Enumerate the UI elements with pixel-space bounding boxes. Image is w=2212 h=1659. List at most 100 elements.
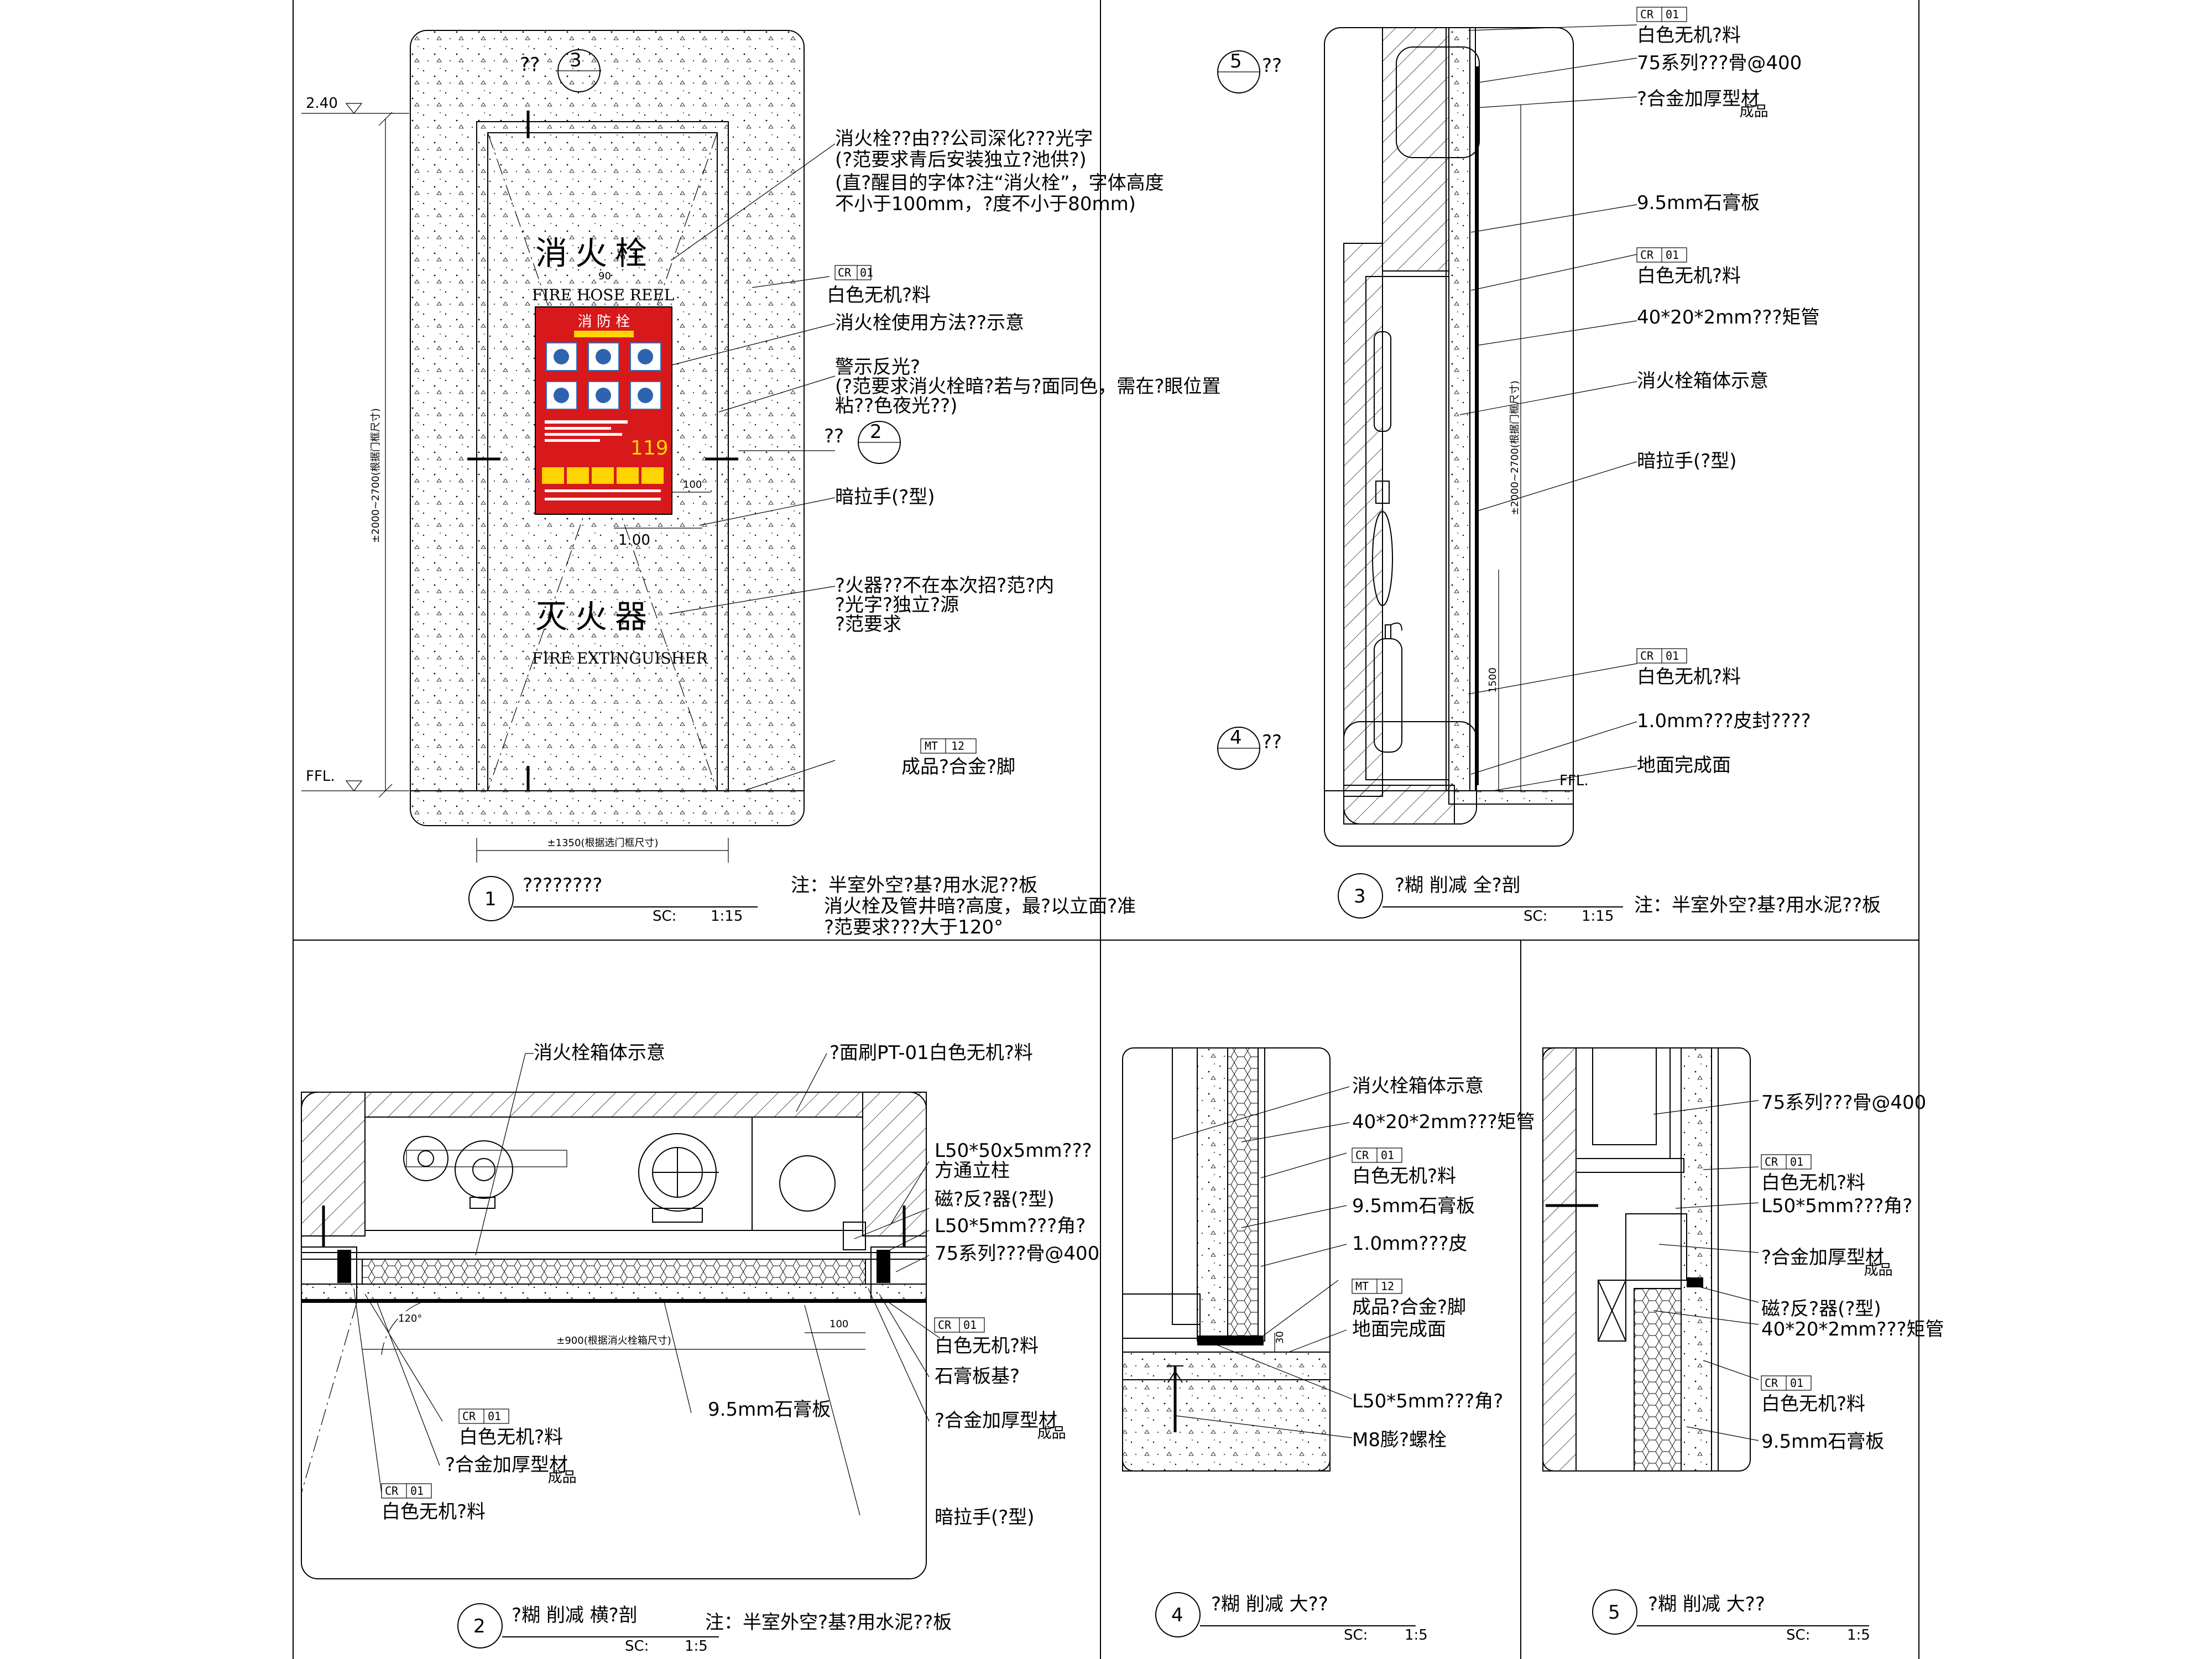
panel-1-note-2: 消火栓及管井暗?高度，最?以立面?准 — [824, 895, 1136, 917]
label-cabinet: 消火栓箱体示意 — [534, 1042, 665, 1064]
p5-tag-code-1: CR — [1765, 1155, 1778, 1168]
p3-label-1: 75系列???骨@400 — [1637, 52, 1802, 74]
callout-5-number: 5 — [1230, 50, 1242, 72]
dim-100-label: 100 — [830, 1318, 848, 1330]
note-reflective-1: 警示反光? — [835, 356, 920, 378]
note-usage-instructions: 消火栓使用方法??示意 — [835, 312, 1024, 334]
panel-1-number: 1 — [484, 888, 497, 910]
panel-1-note-3: ?范要求???大于120° — [824, 916, 1003, 938]
panel-1-number-circle — [468, 876, 514, 921]
dim-height-label: ±2000~2700(根据门框尺寸) — [1509, 380, 1521, 515]
p2r-label-2: 磁?反?器(?型) — [935, 1188, 1055, 1211]
section-callout-2-number: 2 — [870, 421, 882, 443]
section-callout-3-label: ?? — [520, 54, 540, 76]
p2b-label-2: 白色无机?料 — [382, 1501, 486, 1523]
detail-4-callout-box — [1343, 721, 1477, 825]
note-reflective-2: (?范要求消火栓暗?若与?面同色，需在?眼位置 — [835, 375, 1220, 398]
p3-label-4: 白色无机?料 — [1637, 265, 1741, 287]
panel-5-title: ?糊 削减 大?? — [1648, 1593, 1765, 1615]
p3-tag-no-0: 01 — [1666, 8, 1679, 21]
panel-2-number: 2 — [473, 1615, 486, 1637]
p5-label-3: ?合金加厚型材 — [1761, 1246, 1884, 1269]
p5-tag-no-6: 01 — [1790, 1376, 1803, 1390]
p4-label-7: L50*5mm???角? — [1352, 1390, 1503, 1412]
poster-title: 消 防 栓 — [578, 314, 630, 330]
dim-90-label: 90 — [598, 270, 611, 282]
p3-label-3: 9.5mm石膏板 — [1637, 192, 1760, 214]
p4-tag-no-2: 01 — [1381, 1149, 1394, 1162]
panel-2-scale: 1:5 — [685, 1638, 708, 1655]
tag-cr-number: 01 — [860, 266, 873, 279]
dim-100-label: 100 — [683, 479, 702, 491]
note-concealed-handle: 暗拉手(?型) — [835, 486, 935, 508]
p5-tag-code-6: CR — [1765, 1376, 1778, 1390]
p2r-tag-no-5: 01 — [963, 1318, 977, 1332]
p2r-label-0: L50*50x5mm??? — [935, 1140, 1092, 1162]
p2r-label-3: L50*5mm???角? — [935, 1215, 1086, 1237]
p2b-tag-code-2: CR — [385, 1484, 399, 1498]
panel-5-number: 5 — [1608, 1601, 1620, 1624]
callout-4-label: ?? — [1262, 731, 1282, 753]
panel-3-number: 3 — [1354, 885, 1366, 907]
note-extinguisher-3: ?范要求 — [835, 613, 901, 635]
p3-tag-code-8: CR — [1640, 649, 1654, 662]
note-reflective-3: 粘??色夜光??) — [835, 395, 957, 417]
dim-height-label: ±2000~2700(根据门框尺寸) — [370, 408, 382, 543]
poster-emergency-number: 119 — [630, 437, 669, 460]
tag-mt-code: MT — [925, 739, 938, 753]
p3-label-5: 40*20*2mm???矩管 — [1637, 306, 1820, 328]
fire-hydrant-english-title: FIRE HOSE REEL — [532, 286, 674, 304]
p4-label-5: 成品?合金?脚 — [1352, 1296, 1466, 1318]
p4-label-4: 1.0mm???皮 — [1352, 1233, 1467, 1255]
dim-width-label: ±900(根据消火栓箱尺寸) — [556, 1335, 671, 1347]
panel-1-elevation: 3 ?? 2 ?? 2.40 FFL. ±2000~2700(根据门框尺寸) ±… — [301, 30, 1220, 938]
p4-tag-code-5: MT — [1355, 1280, 1369, 1293]
panel-1-note-1: 注：半室外空?基?用水泥??板 — [791, 874, 1037, 896]
p5-sublabel-3: 成品 — [1864, 1262, 1893, 1279]
panel-4-number: 4 — [1171, 1604, 1183, 1626]
panel-3-scale-prefix: SC: — [1524, 908, 1547, 925]
panel-2-horizontal-section: 120° ±900(根据消火栓箱尺寸) 100 消火栓箱体示意 ?面刷PT-01… — [301, 1042, 1099, 1655]
p5-label-0: 75系列???骨@400 — [1761, 1092, 1926, 1114]
tag-mt-number: 12 — [951, 739, 964, 753]
p2b-label-1: ?合金加厚型材 — [445, 1454, 568, 1476]
p3-label-0: 白色无机?料 — [1637, 24, 1741, 46]
panel-3-note: 注：半室外空?基?用水泥??板 — [1634, 894, 1881, 916]
p4-label-0: 消火栓箱体示意 — [1352, 1075, 1484, 1097]
panel-1-scale: 1:15 — [711, 908, 743, 925]
p2r-tag-code-5: CR — [938, 1318, 952, 1332]
p5-label-2: L50*5mm???角? — [1761, 1195, 1912, 1217]
note-hydrant-signage-1: 消火栓??由??公司深化???光字 — [835, 128, 1093, 150]
panel-2-right-labels: L50*50x5mm???方通立柱磁?反?器(?型)L50*5mm???角?75… — [934, 1140, 1099, 1528]
p2b-sublabel-1: 成品 — [548, 1469, 577, 1486]
p3-sublabel-2: 成品 — [1740, 103, 1768, 120]
panel-4-title: ?糊 削减 大?? — [1211, 1593, 1328, 1615]
tag-cr-code: CR — [838, 266, 852, 279]
material-mt12-label: 成品?合金?脚 — [901, 756, 1015, 778]
dim-angle-label: 120° — [398, 1313, 422, 1324]
p4-label-6: 地面完成面 — [1352, 1318, 1446, 1340]
level-ffl-label: FFL. — [306, 768, 335, 785]
fire-extinguisher-english-title: FIRE EXTINGUISHER — [532, 649, 708, 667]
p3-tag-code-0: CR — [1640, 8, 1654, 21]
p5-label-4: 磁?反?器(?型) — [1761, 1298, 1881, 1320]
p2r-label-6: 石膏板基? — [935, 1365, 1020, 1387]
label-paint-finish: ?面刷PT-01白色无机?料 — [830, 1042, 1033, 1064]
panel-1-title: ???????? — [523, 874, 602, 896]
p5-label-6: 白色无机?料 — [1761, 1393, 1865, 1415]
p2b-tag-code-0: CR — [462, 1410, 476, 1423]
note-hydrant-signage-2: (?范要求青后安装独立?池供?) — [835, 149, 1087, 171]
p5-label-1: 白色无机?料 — [1761, 1172, 1865, 1194]
panel-1-scale-prefix: SC: — [653, 908, 676, 925]
p2b-tag-no-0: 01 — [488, 1410, 501, 1423]
dim-30-label: 30 — [1274, 1331, 1286, 1344]
p4-label-3: 9.5mm石膏板 — [1352, 1195, 1475, 1217]
section-callout-3-number: 3 — [570, 49, 582, 71]
p4-label-2: 白色无机?料 — [1352, 1165, 1456, 1187]
p2r-label-5: 白色无机?料 — [935, 1335, 1039, 1357]
p5-tag-no-1: 01 — [1790, 1155, 1803, 1168]
extinguisher-body — [1374, 638, 1402, 753]
p3-tag-code-4: CR — [1640, 248, 1654, 262]
